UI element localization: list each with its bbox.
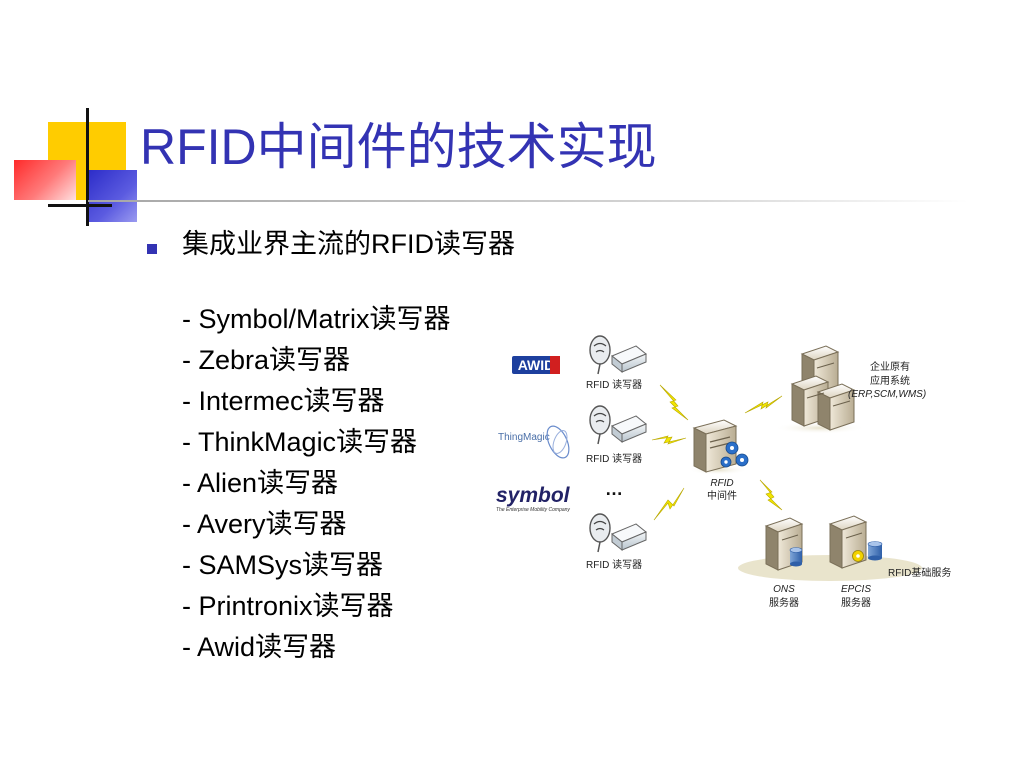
ons-server [764,517,804,571]
gear-icon [852,550,864,562]
symbol-tagline: The Enterprise Mobility Company [496,507,570,513]
reader-item: - Printronix读写器 [182,586,394,627]
reader-item: - ThinkMagic读写器 [182,422,417,463]
reader-suffix: 读写器 [265,509,347,540]
enterprise-label-2: 应用系统 [870,374,910,387]
reader-brand: Printronix [198,591,313,621]
reader-prefix: - [182,345,199,375]
reader-suffix: 读写器 [255,632,337,663]
deco-blue-square [87,170,137,222]
reader-brand: Zebra [198,345,270,375]
ons-label-1: ONS [773,584,795,595]
symbol-logo: symbol The Enterprise Mobility Company [496,484,571,513]
bullet-heading-tail: 读写器 [434,229,515,260]
reader-prefix: - [182,427,199,457]
symbol-logo-text: symbol [496,484,571,507]
middleware-label-1: RFID [710,478,733,489]
rfid-foundation-services: ONS 服务器 EPCIS 服务器 RFID基础服务 [738,515,951,609]
reader-brand: Symbol/Matrix [198,304,370,334]
bullet-square [147,244,157,254]
reader-item: - Zebra读写器 [182,340,350,381]
reader-brand: Avery [197,509,266,539]
deco-horizontal-line [48,204,112,207]
reader-suffix: 读写器 [269,345,351,376]
enterprise-label-3: (ERP,SCM,WMS) [848,389,926,400]
reader-item: - SAMSys读写器 [182,545,383,586]
reader-brand: Alien [197,468,258,498]
reader-brand: Awid [197,632,256,662]
epcis-label-2: 服务器 [841,596,871,609]
title-underline [88,200,968,202]
reader-prefix: - [182,632,198,662]
awid-logo: AWID [512,356,560,374]
deco-vertical-line [86,108,89,226]
epcis-label-1: EPCIS [841,584,871,595]
slide-title: RFID中间件的技术实现 [140,119,657,175]
bullet-heading-text: 集成业界主流的 [182,229,371,260]
database-icon [867,541,883,561]
ons-label-2: 服务器 [769,596,799,609]
reader-prefix: - [182,304,199,334]
gear-icon [720,441,749,468]
bullet-heading: 集成业界主流的RFID读写器 [182,228,542,261]
reader-label: RFID 读写器 [586,378,642,391]
rfid-architecture-diagram: AWID ThingMagic symbol The Enterprise Mo… [496,335,951,609]
rfid-reader-3: RFID 读写器 [586,513,647,571]
reader-prefix: - [182,591,199,621]
reader-suffix: 读写器 [303,386,385,417]
reader-brand: ThinkMagic [198,427,337,457]
reader-prefix: - [182,509,198,539]
deco-red-square [14,160,76,200]
lightning-links [651,384,783,521]
more-readers-ellipsis: … [605,479,623,499]
reader-item: - Alien读写器 [182,463,338,504]
thingmagic-logo-text: ThingMagic [498,432,550,443]
reader-item: - Avery读写器 [182,504,347,545]
reader-prefix: - [182,550,199,580]
reader-suffix: 读写器 [369,304,451,335]
reader-item: - Symbol/Matrix读写器 [182,299,451,340]
middleware-server: RFID 中间件 [688,419,749,502]
enterprise-servers: 企业原有 应用系统 (ERP,SCM,WMS) [774,345,926,434]
reader-suffix: 读写器 [257,468,339,499]
reader-label: RFID 读写器 [586,452,642,465]
reader-brand: SAMSys [198,550,303,580]
database-icon [789,547,803,567]
middleware-label-2: 中间件 [707,489,737,502]
reader-label: RFID 读写器 [586,558,642,571]
epcis-server [828,515,883,569]
thingmagic-logo: ThingMagic [498,425,570,459]
rfid-reader-1: RFID 读写器 [586,335,647,391]
reader-brand: Intermec [198,386,304,416]
enterprise-label-1: 企业原有 [870,360,910,373]
reader-item: - Intermec读写器 [182,381,385,422]
reader-suffix: 读写器 [312,591,394,622]
reader-prefix: - [182,468,198,498]
rfid-services-label: RFID基础服务 [888,566,951,579]
reader-suffix: 读写器 [302,550,384,581]
awid-logo-text: AWID [518,357,555,373]
reader-suffix: 读写器 [336,427,418,458]
rfid-reader-2: RFID 读写器 [586,405,647,465]
reader-item: - Awid读写器 [182,627,336,668]
reader-prefix: - [182,386,199,416]
bullet-heading-rfid: RFID [371,229,434,259]
